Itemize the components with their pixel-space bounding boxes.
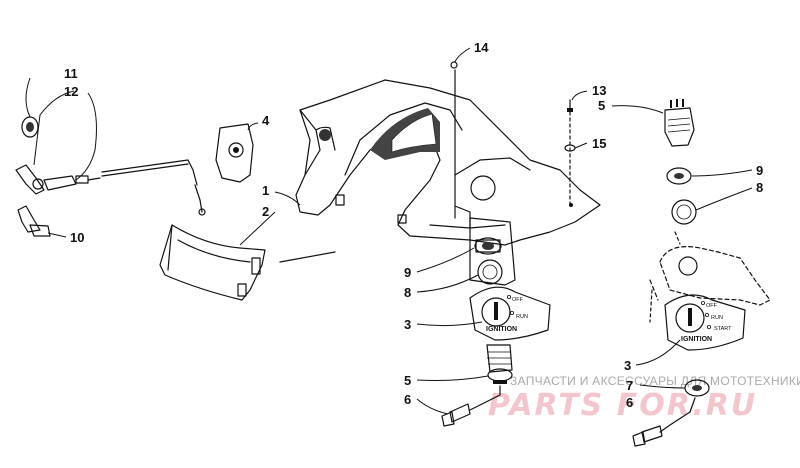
- plate-left-off: OFF: [512, 297, 524, 303]
- callout-5-top: 5: [598, 98, 605, 113]
- plate-right-ignition: IGNITION: [681, 336, 712, 343]
- callout-2: 2: [262, 204, 269, 219]
- choke-cable-assembly: [15, 77, 206, 237]
- ignition-switch-right: IGNITION OFF RUN START: [632, 99, 771, 447]
- watermark: ЗАПЧАСТИ И АКСЕССУАРЫ ДЛЯ МОТОТЕХНИКИ PA…: [488, 374, 800, 423]
- callout-6-right: 6: [626, 395, 633, 410]
- callout-6-left: 6: [404, 392, 411, 407]
- plate-right-start: START: [714, 326, 732, 332]
- callout-5-left: 5: [404, 373, 411, 388]
- callout-4: 4: [262, 113, 270, 128]
- callout-9-right: 9: [756, 163, 763, 178]
- watermark-brand: PARTS FOR.RU: [488, 388, 757, 423]
- callout-3-right: 3: [624, 358, 631, 373]
- callout-1: 1: [262, 183, 269, 198]
- callout-7: 7: [626, 378, 633, 393]
- fastener-parts: [564, 99, 576, 206]
- plate-left-ignition: IGNITION: [486, 326, 517, 333]
- callout-15: 15: [592, 136, 606, 151]
- callout-11: 11: [64, 66, 78, 81]
- callout-3-left: 3: [404, 317, 411, 332]
- callout-13: 13: [592, 83, 606, 98]
- callout-12: 12: [64, 84, 78, 99]
- callout-14: 14: [474, 40, 489, 55]
- plate-right-run: RUN: [711, 315, 723, 321]
- switch-bracket: [469, 217, 516, 286]
- ignition-switch-left: IGNITION OFF RUN: [441, 237, 551, 427]
- lower-cover: [159, 224, 336, 301]
- plate-left-run: RUN: [516, 314, 528, 320]
- callout-labels: 1 2 4 10 11 12 14 13 5 15 9 8 9 8 3 5 6 …: [64, 40, 763, 410]
- leader-lines: [47, 47, 753, 415]
- callout-8-right: 8: [756, 180, 763, 195]
- callout-9-left: 9: [404, 265, 411, 280]
- console-housing: [295, 79, 601, 246]
- mounting-plate: [215, 123, 254, 183]
- watermark-tagline: ЗАПЧАСТИ И АКСЕССУАРЫ ДЛЯ МОТОТЕХНИКИ: [510, 374, 800, 388]
- callout-10: 10: [70, 230, 84, 245]
- plate-right-off: OFF: [706, 303, 718, 309]
- callout-8-left: 8: [404, 285, 411, 300]
